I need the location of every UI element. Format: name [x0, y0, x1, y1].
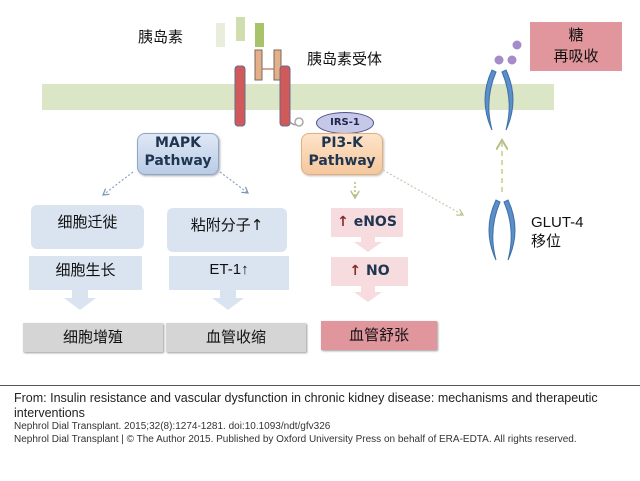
down-arrow-left	[64, 290, 96, 310]
footer	[0, 385, 640, 481]
et1-box: ET-1↑	[169, 256, 289, 290]
pi3k-pathway-node: PI3-K Pathway	[301, 133, 383, 175]
vasoconstriction-box: 血管收缩	[166, 323, 306, 352]
insulin-label: 胰岛素	[138, 28, 184, 46]
no-label: NO	[365, 263, 390, 279]
glucose-molecules-icon	[494, 40, 522, 65]
copyright: Nephrol Dial Transplant | © The Author 2…	[14, 434, 577, 445]
arrow-mapk-right	[219, 171, 248, 193]
pi3k-line1: PI3-K	[321, 135, 363, 151]
cell-proliferation-box: 细胞增殖	[23, 323, 163, 352]
arrow-mapk-left	[103, 171, 134, 195]
cell-migration-box: 细胞迁徙	[31, 205, 144, 249]
glucose-box-line2: 再吸收	[553, 47, 599, 65]
arrow-pi3k-glut	[382, 169, 463, 215]
cell-growth-box: 细胞生长	[29, 256, 142, 290]
glucose-box-line1: 糖	[568, 26, 584, 44]
insulin-molecule-icon	[236, 17, 245, 41]
up-arrow-icon: ↑	[349, 263, 362, 279]
enos-label: eNOS	[353, 214, 397, 230]
glut4-line2: 移位	[531, 233, 562, 250]
glut-transporter-membrane-icon	[484, 69, 514, 131]
glut4-vesicle-icon	[488, 199, 516, 261]
mapk-pathway-node: MAPK Pathway	[137, 133, 219, 175]
down-arrow-no	[354, 286, 382, 302]
vasodilation-box: 血管舒张	[321, 321, 437, 350]
up-arrow-icon: ↑	[337, 214, 349, 230]
no-box: ↑ NO	[331, 257, 408, 286]
connector-arrows	[64, 0, 640, 310]
down-arrow-enos	[354, 237, 382, 252]
receptor-label: 胰岛素受体	[307, 50, 383, 68]
adhesion-molecules-box: 粘附分子↑	[167, 208, 287, 252]
citation: Nephrol Dial Transplant. 2015;32(8):1274…	[14, 421, 331, 432]
pi3k-line2: Pathway	[308, 153, 376, 169]
insulin-molecule-icon	[255, 23, 264, 47]
glut4-line1: GLUT-4	[531, 214, 584, 231]
mapk-line2: Pathway	[144, 153, 212, 169]
enos-box: ↑ eNOS	[331, 208, 403, 237]
mapk-line1: MAPK	[155, 135, 201, 151]
cell-membrane	[42, 84, 554, 110]
down-arrow-right	[212, 290, 244, 310]
insulin-molecule-icon	[216, 23, 225, 47]
glucose-reabsorption-box: 糖 再吸收	[530, 22, 622, 71]
source-title: From: Insulin resistance and vascular dy…	[14, 391, 598, 420]
insulin-receptor-icon	[234, 49, 304, 127]
glut4-label: GLUT-4 移位	[531, 213, 584, 251]
